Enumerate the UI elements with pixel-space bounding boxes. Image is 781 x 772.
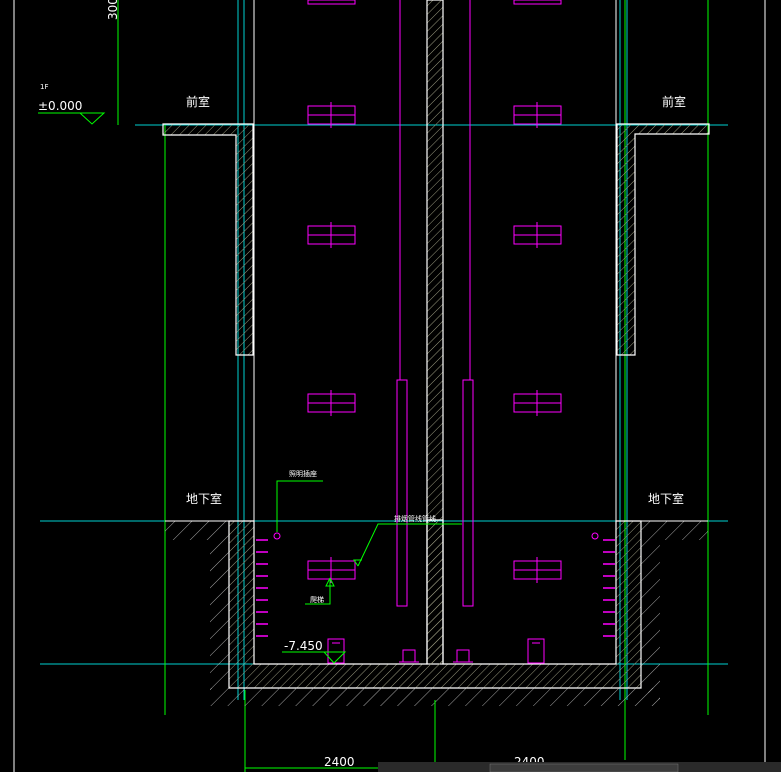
dim-bottom-left-text: 2400 [324,755,355,769]
earth-fill-right [641,521,708,700]
rail-brackets-right [513,0,562,583]
pit-lamp-left [273,532,281,540]
leader-lines [276,480,462,605]
dimension-bottom [245,700,625,772]
counterweight-rail-right [462,379,474,607]
pit-lamp-right [591,532,599,540]
elevation-pit-text: -7.450 [284,639,323,653]
room-label-vestibule-right: 前室 [662,94,686,109]
room-label-basement-right: 地下室 [648,491,684,506]
room-label-basement-left: 地下室 [186,491,222,506]
earth-fill-bottom [210,688,660,706]
elevation-1f-text: ±0.000 [38,99,82,113]
note-lighting-text: 照明插座 [289,469,317,478]
note-pipe-text: 排烟管线管线 [394,514,436,523]
slab-wall-left-upper [162,123,254,356]
pit-ladder-right [603,539,615,637]
slab-wall-right-upper [616,123,710,356]
pit-concrete-shell [228,519,642,689]
note-ladder-text: 爬梯 [310,595,324,604]
room-label-vestibule-left: 前室 [186,94,210,109]
cad-toolbar-strip[interactable] [378,762,781,772]
pit-ladder-left [256,539,268,637]
rail-brackets-left [307,0,356,583]
elevation-marker-1f [38,112,106,125]
pit-buffers [327,638,545,664]
dim-top-text: 300 [106,0,120,20]
earth-fill-left [165,521,229,700]
floor-label-1f: 1F [40,83,48,91]
counterweight-rail-left [396,379,408,607]
elevation-marker-pit [282,651,347,664]
